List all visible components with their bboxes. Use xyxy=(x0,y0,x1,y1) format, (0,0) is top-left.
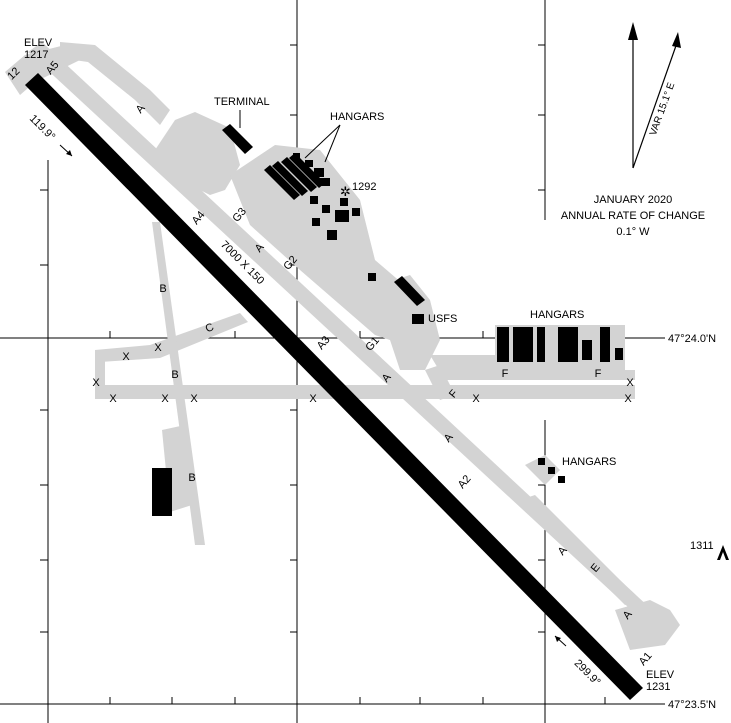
taxiway-label-a2: A2 xyxy=(456,473,474,491)
east-hangar xyxy=(497,327,509,362)
closed-x: X xyxy=(624,393,632,405)
east-hangar xyxy=(600,327,610,362)
closed-x: X xyxy=(472,393,480,405)
closed-x: X xyxy=(161,393,169,405)
hangars-leader xyxy=(324,124,341,163)
closed-x: X xyxy=(626,377,634,389)
usfs-label: USFS xyxy=(428,313,457,325)
pavement xyxy=(5,42,680,650)
grid-ticks xyxy=(40,44,606,704)
east-apron xyxy=(430,355,635,380)
hangar-building xyxy=(335,210,349,222)
hangar-building xyxy=(310,196,318,204)
magnetic-north-arrow-icon xyxy=(672,32,681,48)
hangar-building xyxy=(281,157,317,192)
buildings xyxy=(152,124,623,516)
elev-30-label: ELEV xyxy=(646,669,675,681)
runway-30-pad xyxy=(615,600,680,650)
closed-x: X xyxy=(92,377,100,389)
latitude-north: 47°24.0'N xyxy=(668,333,716,345)
taxiway-label-b: B xyxy=(171,369,178,381)
hangar-building xyxy=(320,178,330,186)
obstacle-icon xyxy=(717,545,729,560)
closed-x: X xyxy=(154,342,162,354)
runway-12-heading: 119.9° xyxy=(27,113,57,143)
elev-12-value: 1217 xyxy=(24,49,48,61)
hangar-building xyxy=(312,218,320,226)
obstacle-elev: 1311 xyxy=(690,540,714,552)
variation-date: JANUARY 2020 xyxy=(594,194,672,206)
taxiway-f xyxy=(425,365,455,400)
south-hangar xyxy=(538,458,545,465)
usfs-building xyxy=(394,276,425,306)
closed-x: X xyxy=(109,393,117,405)
hangar-apron-south xyxy=(525,455,560,485)
heading-arrow-12-head xyxy=(66,150,72,156)
beacon-elev: 1292 xyxy=(352,181,376,193)
hangars-leader xyxy=(304,124,341,159)
beacon-icon: ✲ xyxy=(340,184,351,199)
hangars-south-label: HANGARS xyxy=(562,456,616,468)
taxiway-label-b: B xyxy=(188,472,195,484)
hangar-building xyxy=(352,208,360,216)
hangar-building xyxy=(264,165,300,200)
hangar-building xyxy=(314,168,324,177)
hangar-building xyxy=(322,205,330,213)
taxiway-x-row xyxy=(95,385,635,399)
east-hangar xyxy=(537,327,545,362)
east-hangar xyxy=(513,327,533,362)
latitude-south: 47°23.5'N xyxy=(668,699,716,711)
hangars-north-label: HANGARS xyxy=(330,111,384,123)
south-hangar xyxy=(558,476,565,483)
usfs-apron xyxy=(380,275,440,370)
terminal-label: TERMINAL xyxy=(214,96,270,108)
hangar-building xyxy=(289,153,325,188)
taxiway-a5 xyxy=(60,42,170,125)
closed-x: X xyxy=(309,393,317,405)
taxiway-c-west xyxy=(95,350,105,395)
hangars-east-label: HANGARS xyxy=(530,309,584,321)
east-hangar xyxy=(615,348,623,360)
hangar-building xyxy=(340,198,348,206)
runway-12-30 xyxy=(25,73,643,700)
variation-label: VAR 15.1° E xyxy=(648,81,677,137)
closed-x: X xyxy=(122,351,130,363)
terminal-apron xyxy=(155,112,240,195)
closed-marks: X X X X X X X X X X xyxy=(92,342,634,405)
closed-x: X xyxy=(190,393,198,405)
taxiway-b xyxy=(152,222,205,545)
east-hangar xyxy=(582,340,592,360)
terminal-building xyxy=(222,124,253,154)
taxiway-label-a1: A1 xyxy=(637,650,655,668)
south-hangar xyxy=(548,467,555,474)
elev-12-label: ELEV xyxy=(24,37,53,49)
hangar-building xyxy=(305,160,313,167)
north-arrow-icon xyxy=(628,22,638,40)
magnetic-north-line xyxy=(632,39,679,169)
hangar-building xyxy=(327,230,337,240)
usfs-building xyxy=(412,314,424,324)
taxiway-a xyxy=(28,42,665,632)
heading-arrow-30-head xyxy=(555,636,561,642)
elev-30-value: 1231 xyxy=(646,681,670,693)
east-hangar xyxy=(558,327,578,362)
rate-of-change-value: 0.1° W xyxy=(616,226,650,238)
taxiway-e xyxy=(520,495,640,605)
taxiway-label-a3: A3 xyxy=(315,334,333,352)
taxiway-label-b: B xyxy=(159,283,166,295)
rate-of-change-title: ANNUAL RATE OF CHANGE xyxy=(561,210,705,222)
taxiway-label-f: F xyxy=(502,368,509,380)
storage-building xyxy=(152,468,172,516)
hangar-apron-north xyxy=(230,145,430,345)
taxiway-label-f: F xyxy=(595,368,602,380)
hangar-building xyxy=(368,273,376,281)
hangar-building xyxy=(272,161,308,196)
hangar-building xyxy=(293,153,300,160)
